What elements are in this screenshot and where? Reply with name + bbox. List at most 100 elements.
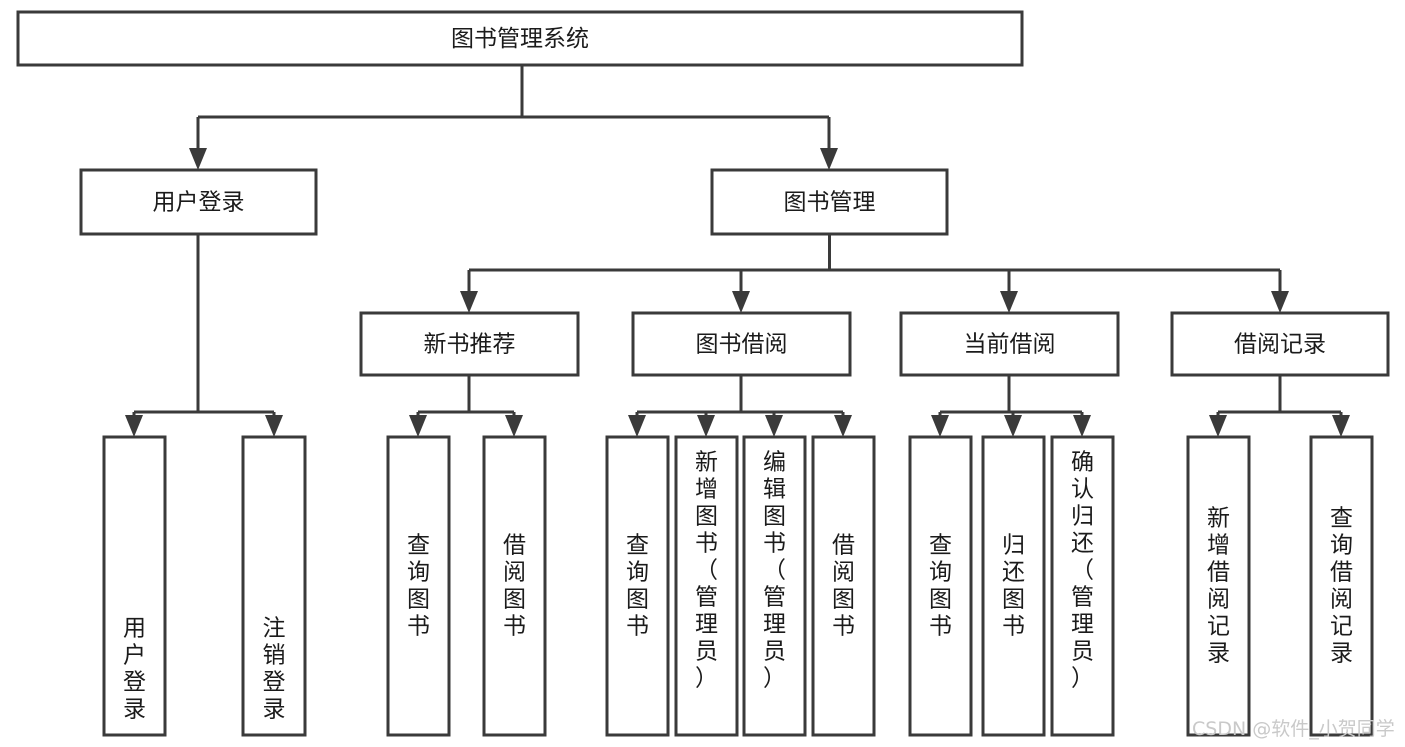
leaf-arrow-1-1 xyxy=(505,415,523,437)
node-label-level1-0: 用户登录 xyxy=(153,190,245,216)
csdn-watermark: CSDN @软件_小贺同学 xyxy=(1192,718,1395,740)
leaf-label-char: 图 xyxy=(407,587,430,613)
node-box-level2-2[interactable] xyxy=(899,311,1120,377)
leaf-label-char: ） xyxy=(763,666,786,692)
leaf-label-char: 书 xyxy=(832,614,855,640)
leaf-label-char: 新 xyxy=(695,450,718,476)
leaf-label-char: 借 xyxy=(832,533,855,559)
leaf-label-char: 登 xyxy=(123,670,146,696)
leaf-box-9[interactable] xyxy=(981,435,1046,737)
leaf-label-char: 新 xyxy=(1207,506,1230,532)
node-box-root[interactable] xyxy=(16,10,1024,67)
leaf-arrow-2-1 xyxy=(697,415,715,437)
leaf-box-7[interactable] xyxy=(811,435,876,737)
leaf-box-3[interactable] xyxy=(482,435,547,737)
leaf-label-char: 询 xyxy=(626,560,649,586)
node-box-level2-0[interactable] xyxy=(359,311,580,377)
leaf-label-char: 理 xyxy=(1071,612,1094,638)
node-label-level1-1: 图书管理 xyxy=(784,190,876,216)
leaf-label-char: 归 xyxy=(1002,533,1025,559)
node-box-level2-1[interactable] xyxy=(631,311,852,377)
node-label-level2-2: 当前借阅 xyxy=(964,332,1056,358)
node-label-level2-3: 借阅记录 xyxy=(1234,332,1326,358)
leaf-box-8[interactable] xyxy=(908,435,973,737)
leaf-arrow-4-1 xyxy=(1332,415,1350,437)
node-box-level2-3[interactable] xyxy=(1170,311,1390,377)
leaf-box-6[interactable] xyxy=(742,435,807,737)
node-box-level1-0[interactable] xyxy=(79,168,318,236)
leaf-label-char: 书 xyxy=(695,531,718,557)
leaf-label-char: 确 xyxy=(1071,450,1094,476)
leaf-box-1[interactable] xyxy=(241,435,307,737)
level2-arrow-2 xyxy=(1000,291,1018,313)
leaf-arrow-3-1 xyxy=(1004,415,1022,437)
leaf-box-11[interactable] xyxy=(1186,435,1251,737)
leaf-label-char: 员 xyxy=(763,639,786,665)
node-label-level2-1: 图书借阅 xyxy=(696,332,788,358)
leaf-label-char: 销 xyxy=(263,643,286,669)
leaf-label-char: 书 xyxy=(929,614,952,640)
leaf-arrow-3-2 xyxy=(1073,415,1091,437)
boxes-layer xyxy=(16,10,1390,737)
leaf-box-2[interactable] xyxy=(386,435,451,737)
leaf-label-char: 员 xyxy=(1071,639,1094,665)
leaf-box-4[interactable] xyxy=(605,435,670,737)
leaf-label-char: 询 xyxy=(1330,533,1353,559)
level1-arrow-0 xyxy=(189,148,207,170)
leaf-label-char: （ xyxy=(763,558,786,584)
leaf-label-char: 书 xyxy=(407,614,430,640)
leaf-label-char: 查 xyxy=(407,533,430,559)
leaf-label-char: 认 xyxy=(1071,477,1094,503)
leaf-label-char: 用 xyxy=(123,616,146,642)
connectors-layer xyxy=(125,65,1350,437)
node-label-level2-0: 新书推荐 xyxy=(424,332,516,358)
leaf-label-char: 录 xyxy=(1207,641,1230,667)
leaf-label-char: 管 xyxy=(763,585,786,611)
leaf-box-0[interactable] xyxy=(102,435,167,737)
leaf-arrow-2-0 xyxy=(628,415,646,437)
leaf-label-char: 查 xyxy=(929,533,952,559)
leaf-label-char: 图 xyxy=(763,504,786,530)
leaf-label-char: 阅 xyxy=(503,560,526,586)
leaf-arrow-2-2 xyxy=(765,415,783,437)
leaf-label-char: 图 xyxy=(1002,587,1025,613)
leaf-label-char: 员 xyxy=(695,639,718,665)
leaf-label-char: 记 xyxy=(1330,614,1353,640)
leaf-box-5[interactable] xyxy=(674,435,739,737)
leaf-label-char: 书 xyxy=(626,614,649,640)
leaf-label-char: 还 xyxy=(1002,560,1025,586)
node-box-level1-1[interactable] xyxy=(710,168,949,236)
leaf-label-char: 理 xyxy=(695,612,718,638)
leaf-label-char: ） xyxy=(1071,666,1094,692)
leaf-label-char: 借 xyxy=(1330,560,1353,586)
leaf-label-char: 图 xyxy=(929,587,952,613)
leaf-label-char: 查 xyxy=(1330,506,1353,532)
leaf-arrow-0-0 xyxy=(125,415,143,437)
leaf-label-char: ） xyxy=(695,666,718,692)
leaf-arrow-3-0 xyxy=(931,415,949,437)
leaf-box-10[interactable] xyxy=(1050,435,1115,737)
labels-layer: 图书管理系统用户登录图书管理新书推荐图书借阅当前借阅借阅记录用户登录注销登录查询… xyxy=(123,26,1353,723)
leaf-box-12[interactable] xyxy=(1309,435,1374,737)
leaf-label-char: 户 xyxy=(123,643,146,669)
leaf-label-char: （ xyxy=(1071,558,1094,584)
leaf-label-char: 记 xyxy=(1207,614,1230,640)
leaf-arrow-1-0 xyxy=(409,415,427,437)
leaf-label-char: 理 xyxy=(763,612,786,638)
leaf-label-char: 查 xyxy=(626,533,649,559)
leaf-label-char: 辑 xyxy=(763,477,786,503)
leaf-label-char: 阅 xyxy=(1207,587,1230,613)
level2-arrow-3 xyxy=(1271,291,1289,313)
leaf-label-char: 录 xyxy=(263,697,286,723)
leaf-label-char: 书 xyxy=(763,531,786,557)
leaf-label-char: 借 xyxy=(1207,560,1230,586)
